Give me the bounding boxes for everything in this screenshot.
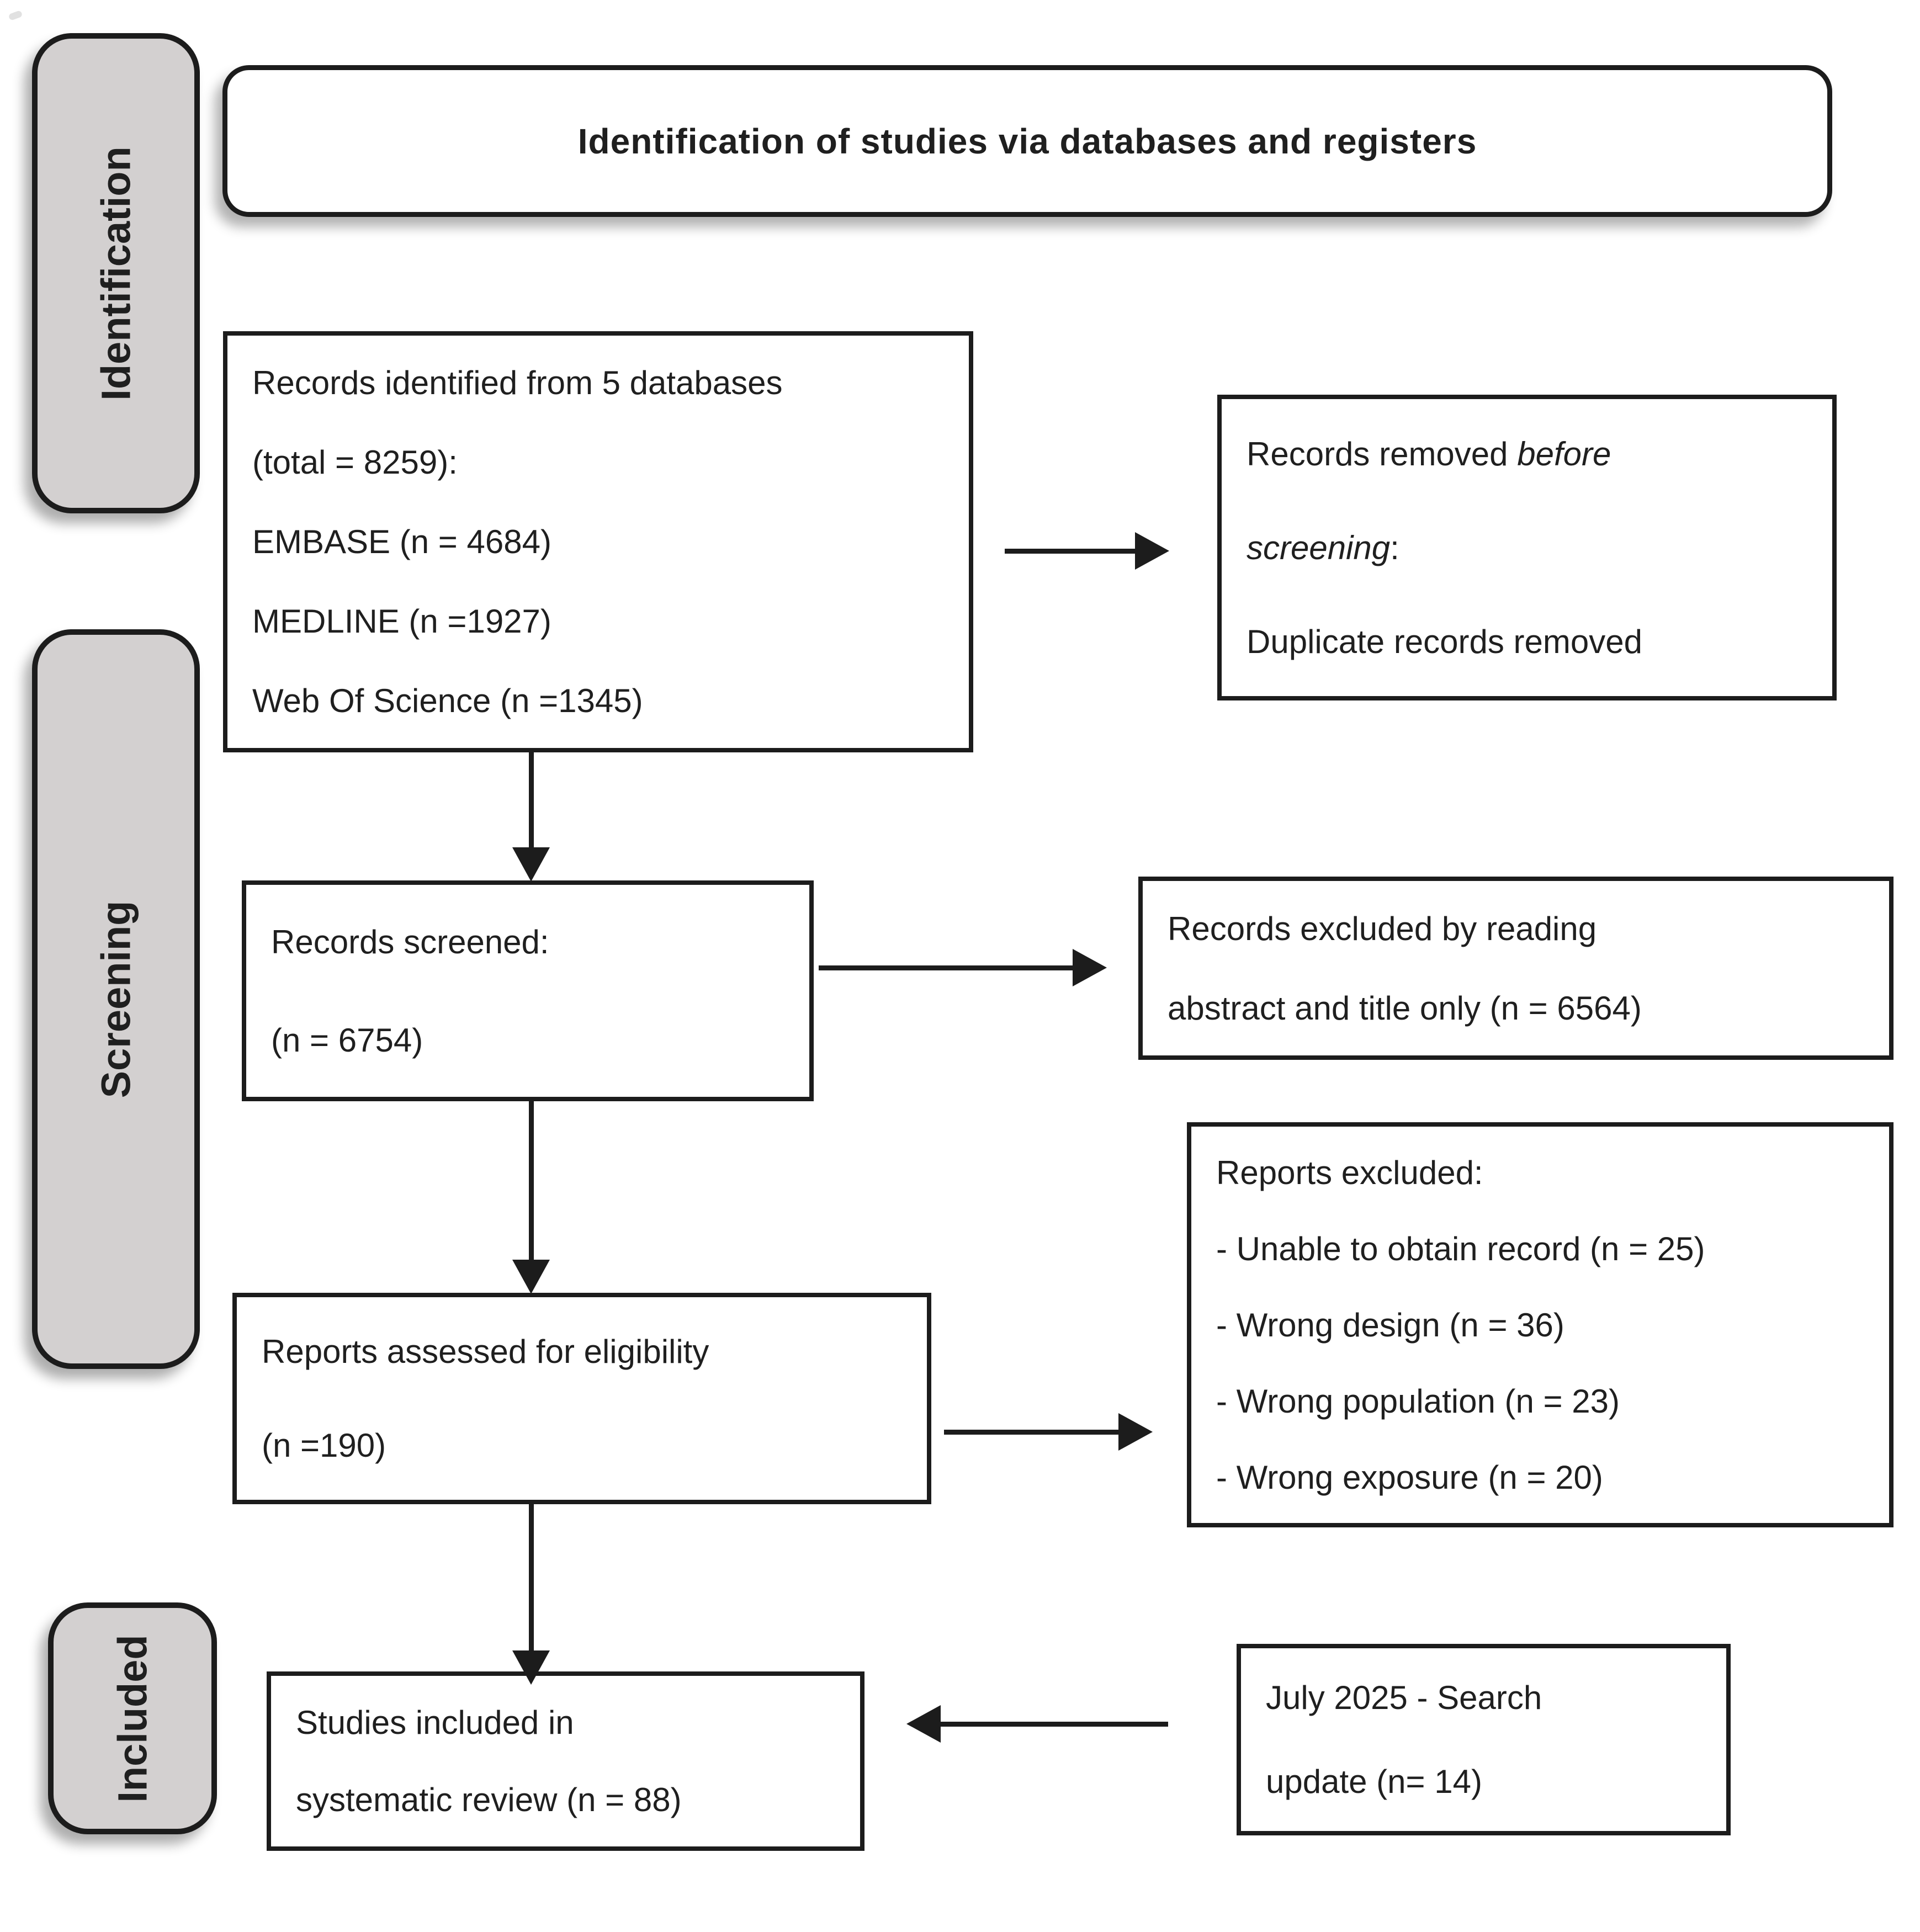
reports-excluded-design: - Wrong design (n = 36) (1216, 1306, 1564, 1344)
title-box: Identification of studies via databases … (222, 65, 1832, 217)
records-removed-line2-normal: : (1390, 529, 1399, 566)
studies-included-box: Studies included in systematic review (n… (267, 1671, 864, 1851)
reports-assessed-count: (n =190) (262, 1426, 386, 1464)
records-identified-box: Records identified from 5 databases (tot… (223, 331, 973, 752)
corner-artifact (8, 10, 23, 21)
studies-included-line2: systematic review (n = 88) (296, 1781, 682, 1819)
stage-label-included-text: Included (109, 1634, 156, 1803)
arrow-screened-to-excluded-line (819, 965, 1073, 970)
search-update-line1: July 2025 - Search (1266, 1679, 1542, 1717)
records-identified-line: Records identified from 5 databases (252, 364, 783, 402)
records-removed-line2-italic: screening (1247, 529, 1391, 566)
reports-excluded-unable: - Unable to obtain record (n = 25) (1216, 1230, 1705, 1267)
records-excluded-line2: abstract and title only (n = 6564) (1168, 989, 1642, 1027)
arrow-screened-to-assessed-line (529, 1101, 534, 1260)
records-excluded-line1: Records excluded by reading (1168, 910, 1597, 947)
stage-label-identification: Identification (32, 33, 200, 513)
records-screened-box: Records screened: (n = 6754) (242, 880, 814, 1101)
arrow-assessed-to-included-line (529, 1504, 534, 1650)
arrow-identified-to-screened-head (512, 847, 550, 882)
arrow-assessed-to-excluded-line (944, 1430, 1118, 1435)
arrow-update-to-included-head (906, 1705, 941, 1743)
stage-label-identification-text: Identification (93, 146, 139, 401)
records-identified-wos: Web Of Science (n =1345) (252, 682, 643, 719)
reports-excluded-population: - Wrong population (n = 23) (1216, 1382, 1620, 1420)
records-removed-duplicates: Duplicate records removed (1247, 623, 1642, 660)
records-screened-label: Records screened: (271, 923, 549, 960)
reports-assessed-box: Reports assessed for eligibility (n =190… (232, 1293, 931, 1504)
arrow-identified-to-removed-line (1005, 549, 1135, 554)
stage-label-screening: Screening (32, 629, 200, 1369)
studies-included-line1: Studies included in (296, 1703, 574, 1741)
stage-label-screening-text: Screening (93, 900, 139, 1098)
records-identified-embase: EMBASE (n = 4684) (252, 523, 551, 560)
records-removed-box: Records removed before screening: Duplic… (1217, 395, 1837, 700)
reports-excluded-box: Reports excluded: - Unable to obtain rec… (1187, 1122, 1894, 1527)
diagram-title: Identification of studies via databases … (577, 121, 1477, 161)
records-removed-line2: screening: (1247, 527, 1816, 569)
arrow-identified-to-removed-head (1135, 532, 1169, 570)
records-removed-line1: Records removed before (1247, 433, 1816, 475)
search-update-box: July 2025 - Search update (n= 14) (1237, 1644, 1731, 1835)
arrow-assessed-to-included-head (512, 1650, 550, 1685)
arrow-screened-to-assessed-head (512, 1260, 550, 1294)
arrow-identified-to-screened-line (529, 752, 534, 848)
reports-assessed-label: Reports assessed for eligibility (262, 1333, 709, 1371)
records-screened-count: (n = 6754) (271, 1021, 423, 1059)
search-update-line2: update (n= 14) (1266, 1763, 1482, 1800)
records-removed-line1-normal: Records removed (1247, 435, 1518, 473)
records-identified-medline: MEDLINE (n =1927) (252, 602, 551, 640)
arrow-screened-to-excluded-head (1073, 949, 1107, 986)
arrow-assessed-to-excluded-head (1118, 1413, 1153, 1451)
reports-excluded-exposure: - Wrong exposure (n = 20) (1216, 1458, 1603, 1496)
records-excluded-box: Records excluded by reading abstract and… (1138, 877, 1894, 1060)
records-identified-total: (total = 8259): (252, 444, 458, 481)
arrow-update-to-included-line (941, 1722, 1168, 1727)
reports-excluded-label: Reports excluded: (1216, 1154, 1483, 1191)
records-removed-line1-italic: before (1517, 435, 1611, 473)
stage-label-included: Included (48, 1602, 217, 1834)
